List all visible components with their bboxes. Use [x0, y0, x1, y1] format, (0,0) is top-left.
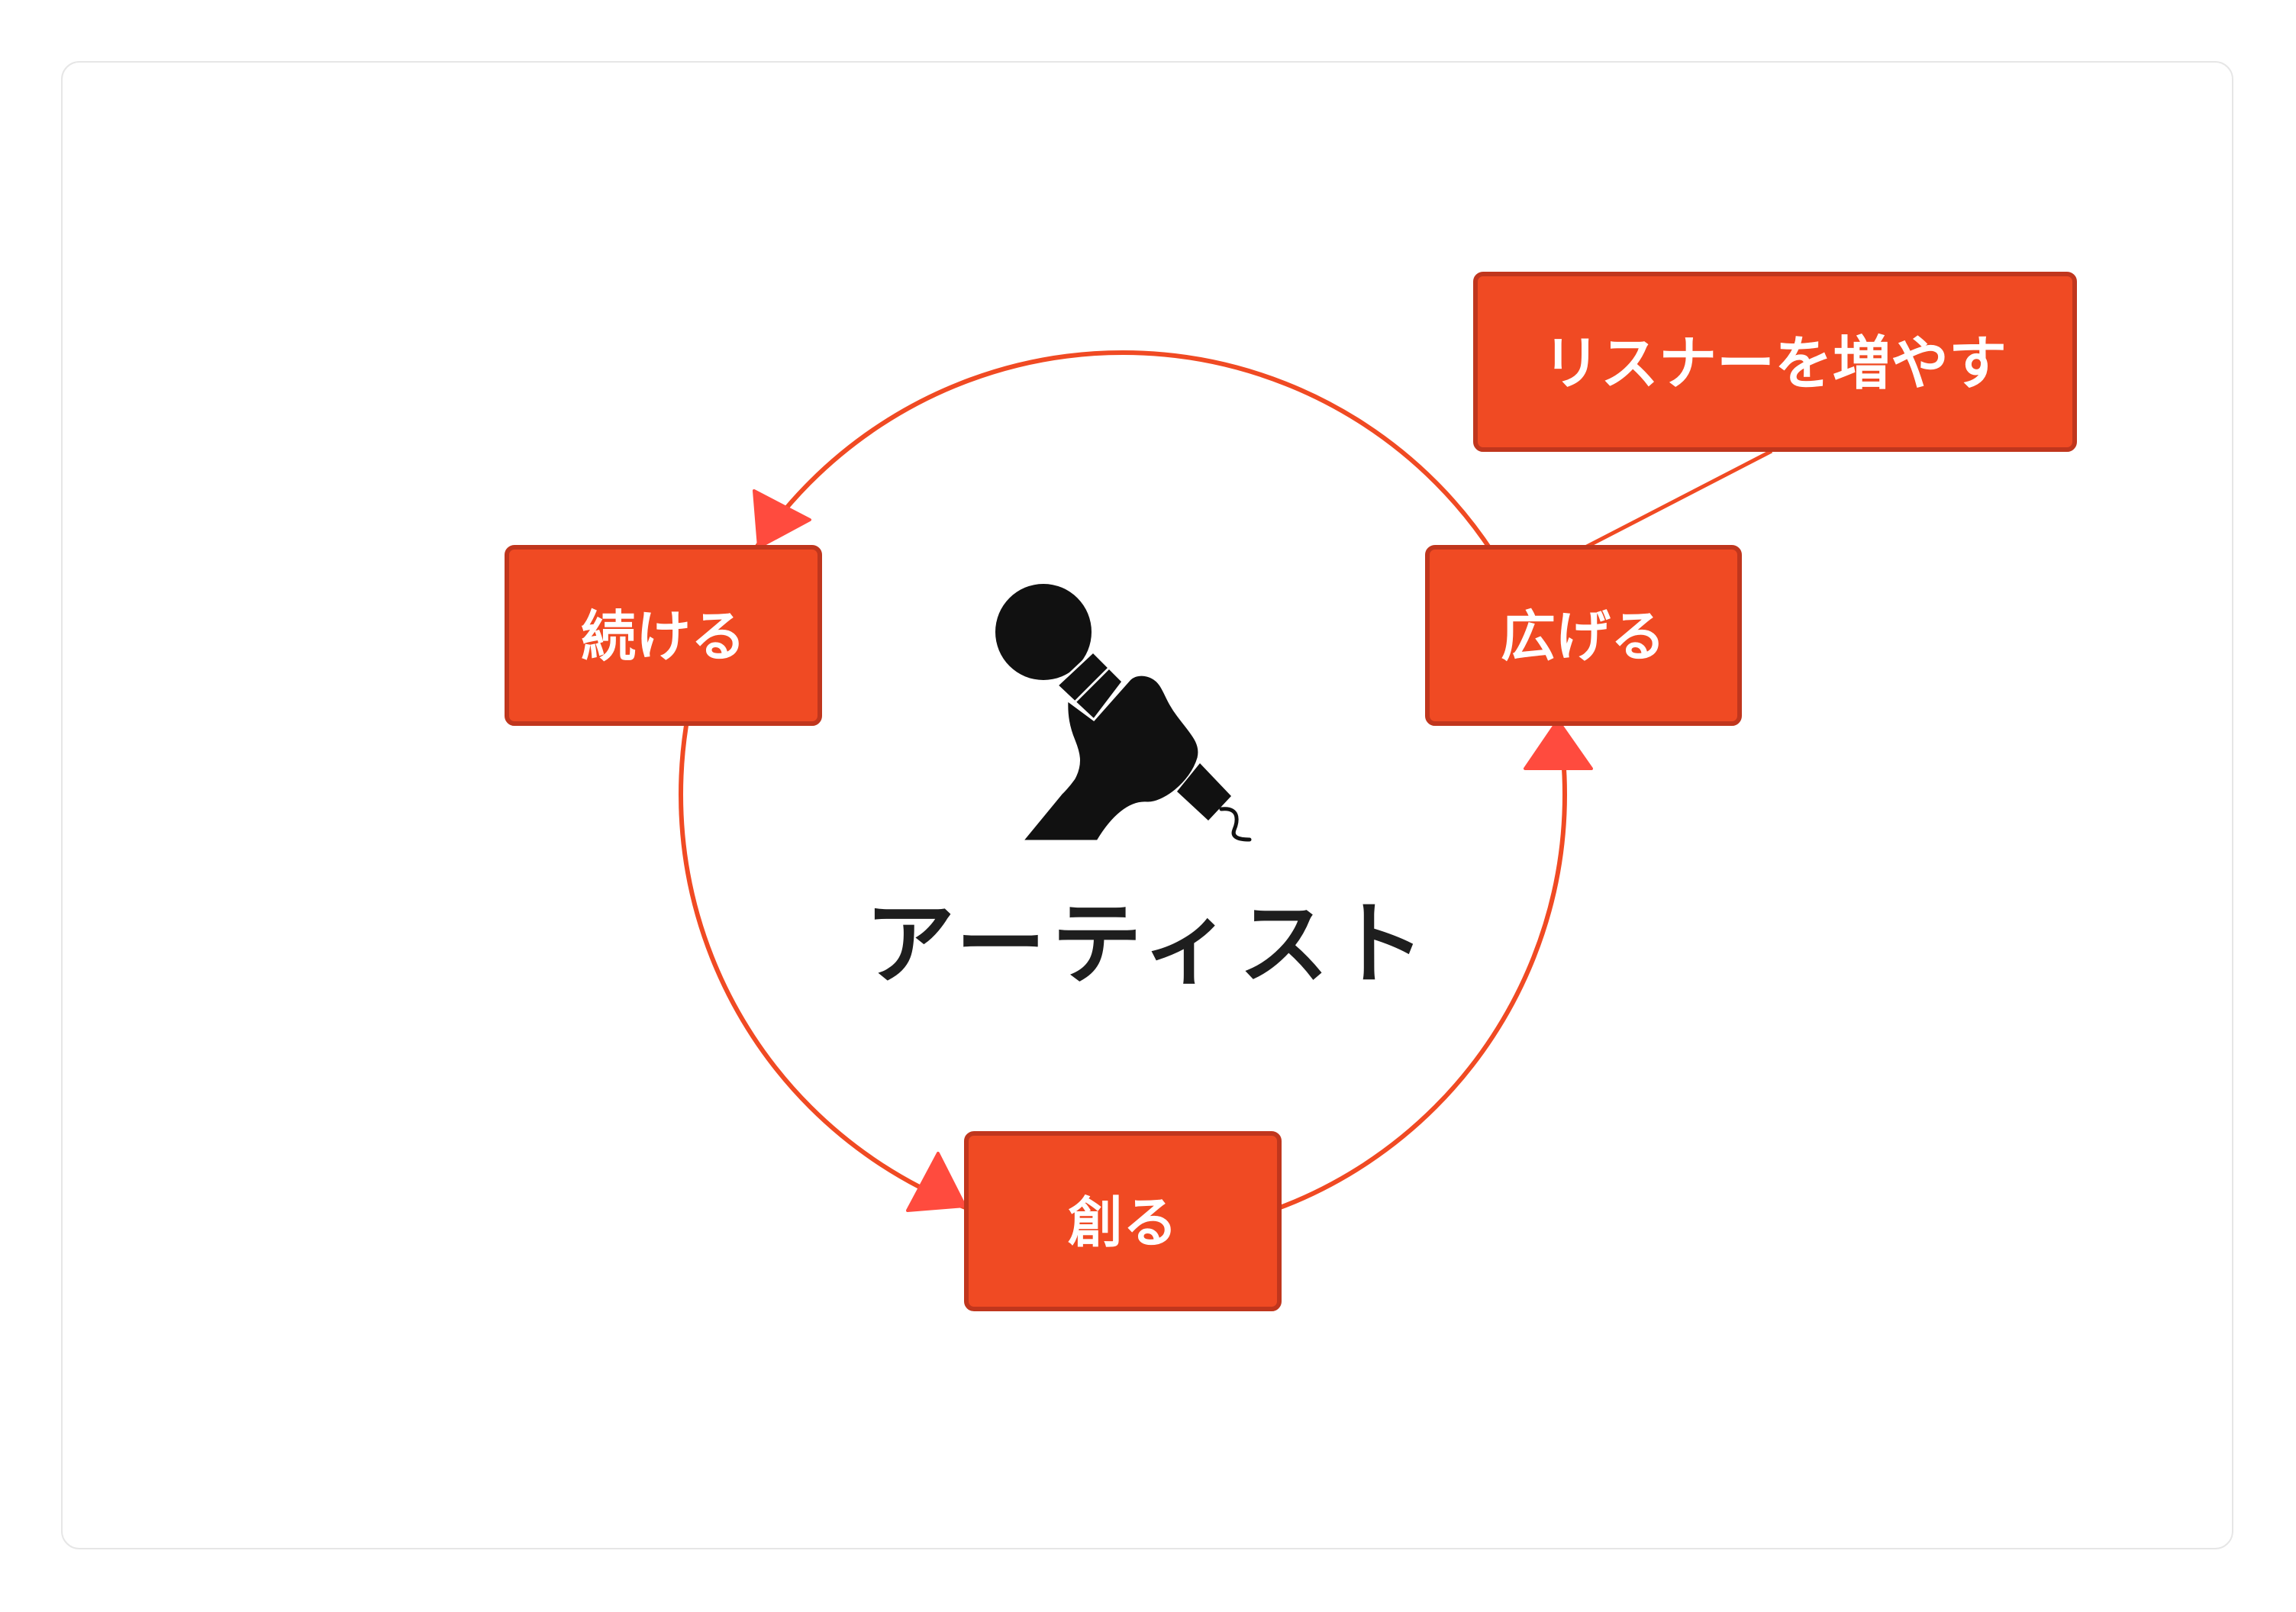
microphone-in-hand-icon [995, 584, 1252, 843]
node-increase-listeners[interactable]: リスナーを増やす [1473, 272, 2077, 452]
node-spread[interactable]: 広げる [1425, 545, 1742, 726]
center-label: アーティスト [865, 891, 1431, 997]
node-create-label: 創る [1068, 1191, 1178, 1255]
node-continue[interactable]: 続ける [505, 545, 822, 726]
node-continue-label: 続ける [581, 604, 746, 669]
arrowhead-to-continue [753, 489, 811, 549]
arrowhead-to-spread [1524, 719, 1593, 770]
node-increase-listeners-label: リスナーを増やす [1543, 330, 2007, 398]
node-spread-label: 広げる [1501, 604, 1666, 669]
arrowhead-to-create [906, 1152, 966, 1212]
branch-edge [1584, 449, 1773, 550]
node-create[interactable]: 創る [964, 1131, 1282, 1311]
